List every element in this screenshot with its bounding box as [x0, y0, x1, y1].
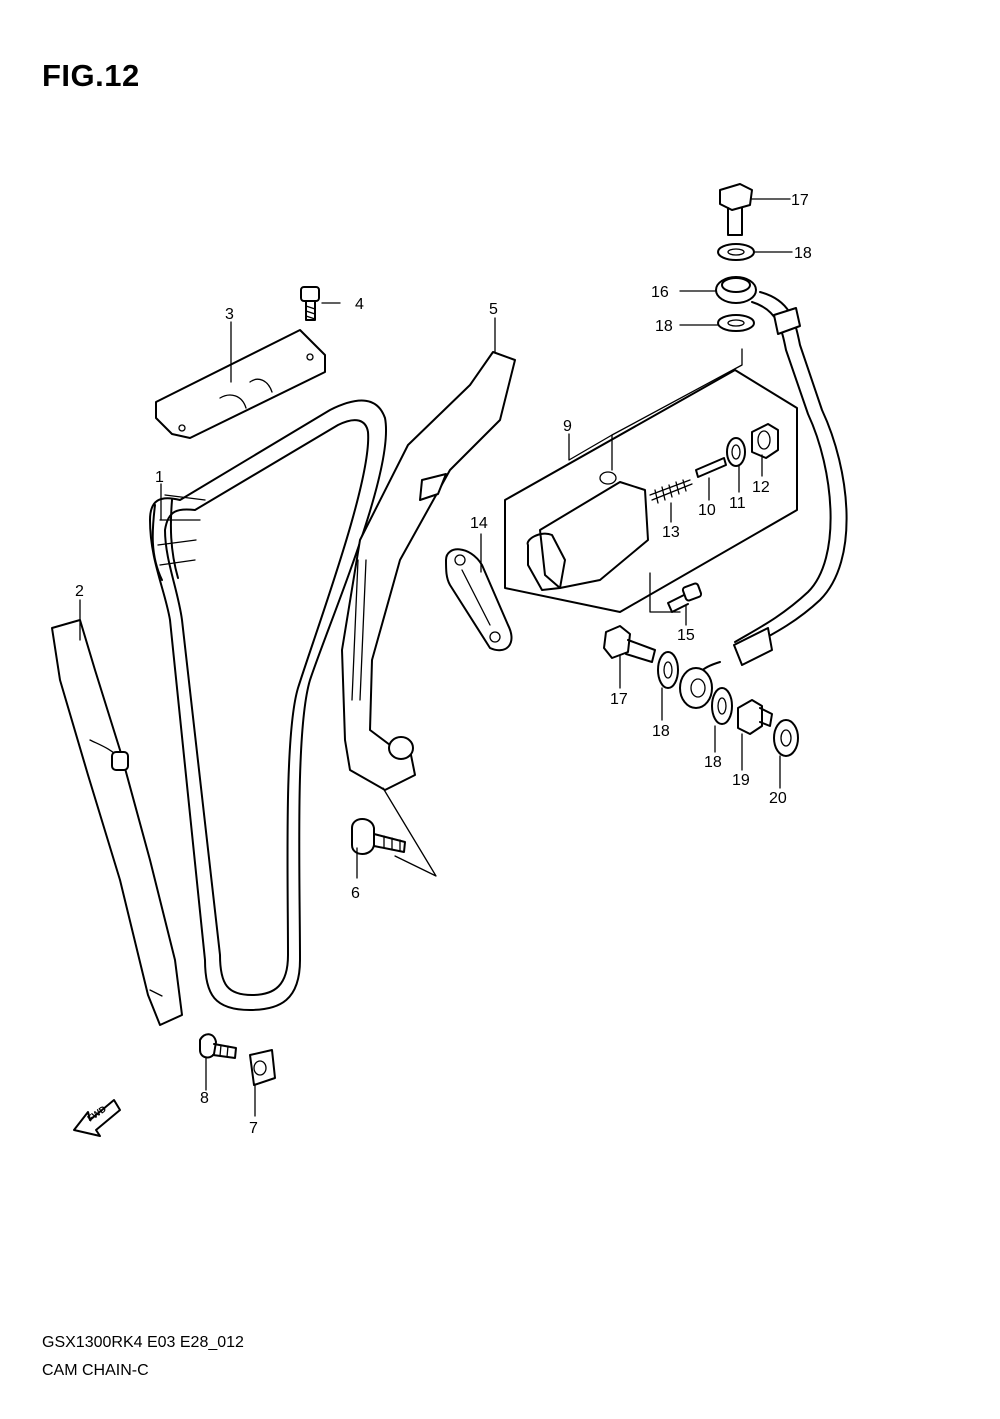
- part-6-pivot-bolt: [351, 818, 406, 855]
- part-12-plug: [751, 423, 779, 459]
- figure-title: FIG.12: [42, 58, 140, 93]
- callout-8: 8: [200, 1090, 209, 1107]
- callout-15: 15: [677, 627, 695, 644]
- callout-18-c: 18: [652, 723, 670, 740]
- callout-3: 3: [225, 306, 234, 323]
- callout-19: 19: [732, 772, 750, 789]
- part-16-banjo-fitting: [715, 276, 757, 304]
- callout-5: 5: [489, 301, 498, 318]
- callout-10: 10: [698, 502, 716, 519]
- callout-11: 11: [729, 495, 746, 512]
- fwd-arrow-icon: FWD: [73, 1099, 121, 1137]
- callout-12: 12: [752, 479, 770, 496]
- callout-6: 6: [351, 885, 360, 902]
- callout-9: 9: [563, 418, 572, 435]
- callout-13: 13: [662, 524, 680, 541]
- part-15-bolt: [667, 582, 703, 613]
- callout-18-b: 18: [655, 318, 673, 335]
- part-4-bolt: [300, 286, 320, 321]
- part-5-to-6-leader: [382, 787, 437, 877]
- callout-numbers: 1 2 3 4 5 6 7 8 9 10 11 12 13 14 15 16 1…: [75, 192, 812, 1137]
- oil-hose-assembly: [697, 291, 848, 686]
- part-9-tensioner-assembly-box: [504, 369, 798, 613]
- callout-17-lower: 17: [610, 691, 628, 708]
- part-3-upper-chain-guide: [155, 329, 326, 439]
- section-name: CAM CHAIN-C: [42, 1362, 149, 1379]
- callout-18-d: 18: [704, 754, 722, 771]
- callout-20: 20: [769, 790, 787, 807]
- callout-14: 14: [470, 515, 488, 532]
- part-14-gasket: [445, 548, 513, 652]
- callout-17-top: 17: [791, 192, 809, 209]
- callout-7: 7: [249, 1120, 258, 1137]
- part-8-bolt: [199, 1033, 237, 1059]
- callout-18-top: 18: [794, 245, 812, 262]
- part-5-tensioner-blade: [341, 351, 516, 791]
- part-18-gasket-a: [717, 243, 755, 261]
- banjo-fitting-lower: [679, 667, 713, 709]
- part-11-washer: [726, 437, 746, 467]
- part-17-banjo-bolt-top: [719, 183, 753, 236]
- part-17-banjo-bolt-lower: [603, 625, 656, 663]
- part-18-gasket-c: [657, 651, 679, 689]
- leader-lines: [79, 198, 793, 1117]
- part-10-rod: [695, 457, 727, 478]
- part-1-cam-chain: [149, 399, 388, 1011]
- part-13-spring: [649, 479, 693, 504]
- part-7-washer: [249, 1049, 276, 1086]
- part-2-front-chain-guide: [51, 619, 183, 1026]
- callout-2: 2: [75, 583, 84, 600]
- callout-16: 16: [651, 284, 669, 301]
- part-20-gasket: [773, 719, 799, 757]
- callout-4: 4: [355, 296, 364, 313]
- model-code: GSX1300RK4 E03 E28_012: [42, 1334, 244, 1351]
- part-18-gasket-b: [717, 314, 755, 332]
- part-19-union-bolt: [737, 699, 773, 735]
- callout-1: 1: [155, 469, 164, 486]
- part-18-gasket-d: [711, 687, 733, 725]
